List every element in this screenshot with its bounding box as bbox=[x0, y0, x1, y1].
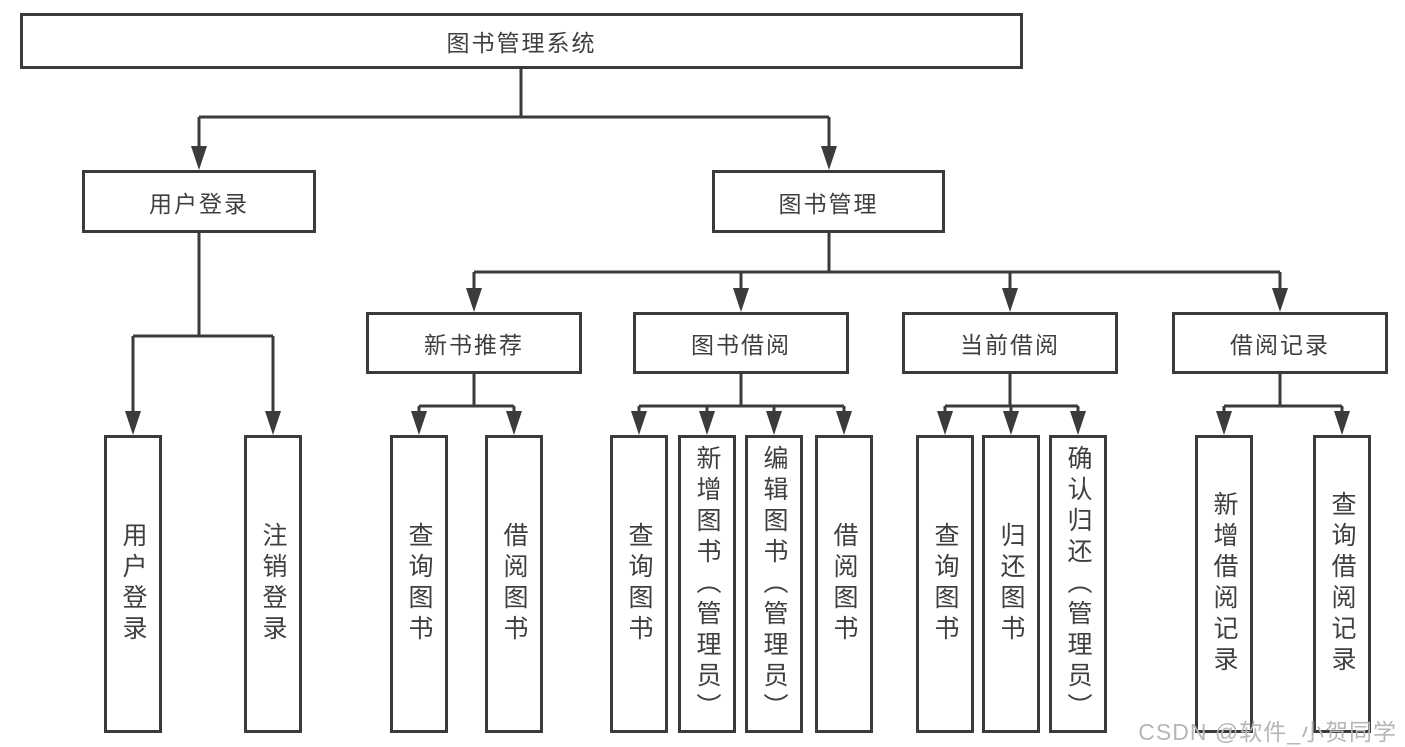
node-library-management-system: 图书管理系统 bbox=[20, 13, 1023, 69]
leaf-query-books-recommend: 查询图书 bbox=[390, 435, 448, 733]
node-new-book-recommend: 新书推荐 bbox=[366, 312, 582, 374]
node-label: 确认归还（管理员） bbox=[1064, 444, 1092, 724]
node-label: 注销登录 bbox=[259, 522, 287, 646]
node-label: 图书借阅 bbox=[691, 332, 791, 358]
node-label: 查询图书 bbox=[931, 522, 959, 646]
node-label: 用户登录 bbox=[149, 190, 249, 217]
arrowheads-level2 bbox=[466, 288, 1288, 312]
arrowheads-level1 bbox=[191, 146, 837, 170]
connector-user-login-group bbox=[131, 233, 275, 415]
node-label: 图书管理 bbox=[778, 190, 879, 217]
leaf-confirm-return-admin: 确认归还（管理员） bbox=[1049, 435, 1107, 733]
node-book-borrowing: 图书借阅 bbox=[633, 312, 849, 374]
node-label: 归还图书 bbox=[997, 522, 1025, 646]
connector-new-books-group bbox=[417, 374, 516, 415]
leaf-user-login: 用户登录 bbox=[104, 435, 162, 733]
leaf-add-borrow-record: 新增借阅记录 bbox=[1195, 435, 1253, 733]
node-book-management: 图书管理 bbox=[712, 170, 945, 233]
leaf-edit-books-admin: 编辑图书（管理员） bbox=[745, 435, 803, 733]
node-label: 查询借阅记录 bbox=[1328, 491, 1356, 677]
connector-root-to-level1 bbox=[197, 69, 831, 150]
connector-borrow-records-group bbox=[1222, 374, 1344, 415]
node-label: 新增图书（管理员） bbox=[693, 444, 721, 724]
node-label: 查询图书 bbox=[625, 522, 653, 646]
leaf-borrow-books-recommend: 借阅图书 bbox=[485, 435, 543, 733]
leaf-borrow-books: 借阅图书 bbox=[815, 435, 873, 733]
node-label: 新书推荐 bbox=[424, 332, 524, 358]
node-label: 图书管理系统 bbox=[446, 30, 597, 56]
node-label: 借阅图书 bbox=[500, 522, 528, 646]
node-current-borrowing: 当前借阅 bbox=[902, 312, 1118, 374]
node-label: 用户登录 bbox=[119, 522, 147, 646]
leaf-query-borrow-record: 查询借阅记录 bbox=[1313, 435, 1371, 733]
node-label: 查询图书 bbox=[405, 522, 433, 646]
arrowheads-current-borrow-group bbox=[937, 411, 1086, 435]
arrowheads-book-borrow-group bbox=[631, 411, 852, 435]
leaf-add-books-admin: 新增图书（管理员） bbox=[678, 435, 736, 733]
node-label: 新增借阅记录 bbox=[1210, 491, 1238, 677]
connector-book-mgmt-to-level2 bbox=[472, 233, 1282, 292]
arrowheads-user-login-group bbox=[125, 411, 281, 435]
arrowheads-borrow-records-group bbox=[1216, 411, 1350, 435]
node-label: 编辑图书（管理员） bbox=[760, 444, 788, 724]
node-borrow-records: 借阅记录 bbox=[1172, 312, 1388, 374]
node-label: 借阅记录 bbox=[1230, 332, 1330, 358]
arrowheads-new-books-group bbox=[411, 411, 522, 435]
node-label: 当前借阅 bbox=[960, 332, 1060, 358]
leaf-return-books: 归还图书 bbox=[982, 435, 1040, 733]
connector-book-borrow-group bbox=[637, 374, 846, 415]
leaf-query-books-current: 查询图书 bbox=[916, 435, 974, 733]
connector-current-borrow-group bbox=[943, 374, 1080, 415]
node-label: 借阅图书 bbox=[830, 522, 858, 646]
node-user-login: 用户登录 bbox=[82, 170, 316, 233]
leaf-logout: 注销登录 bbox=[244, 435, 302, 733]
csdn-watermark: CSDN @软件_小贺同学 bbox=[1138, 719, 1397, 745]
leaf-query-books-borrowing: 查询图书 bbox=[610, 435, 668, 733]
